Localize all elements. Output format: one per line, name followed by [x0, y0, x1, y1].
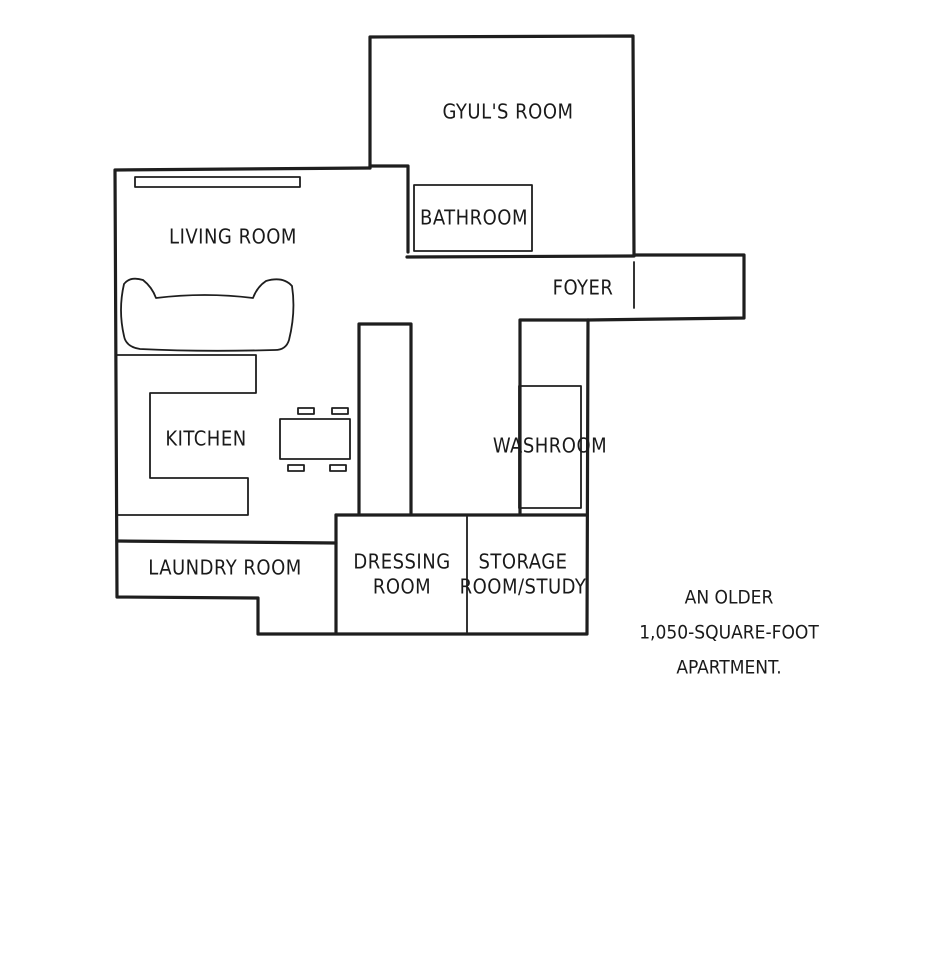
caption-line-2: 1,050-SQUARE-FOOT	[639, 622, 819, 644]
label-laundry-room: LAUNDRY ROOM	[148, 556, 302, 580]
label-storage-room-line1: STORAGE	[478, 550, 567, 574]
wall-hall-east	[518, 318, 590, 515]
outer-wall-gyul-room	[368, 34, 636, 257]
label-dressing-room-line1: DRESSING	[353, 550, 450, 574]
dining-chair-4	[329, 464, 347, 472]
fixtures	[116, 176, 582, 516]
living-room-shelf	[134, 176, 301, 188]
label-kitchen: KITCHEN	[165, 427, 246, 451]
dining-chair-3	[287, 464, 305, 472]
wall-gyul-room-south	[405, 254, 636, 259]
dining-chair-2	[331, 407, 349, 415]
caption-line-1: AN OLDER	[685, 587, 774, 609]
label-gyuls-room: GYUL'S ROOM	[442, 100, 573, 124]
label-storage-room-line2: ROOM/STUDY	[460, 575, 587, 599]
caption-line-3: APARTMENT.	[676, 657, 781, 679]
bathroom-box	[413, 184, 533, 252]
label-living-room: LIVING ROOM	[169, 225, 297, 249]
label-bathroom: BATHROOM	[420, 206, 528, 230]
caption: AN OLDER 1,050-SQUARE-FOOT APARTMENT.	[639, 587, 819, 679]
room-labels: GYUL'S ROOM BATHROOM LIVING ROOM FOYER K…	[148, 100, 613, 599]
outer-wall-west-block	[113, 166, 590, 636]
wall-bathroom-west	[368, 164, 410, 254]
outer-walls	[113, 34, 746, 636]
dining-table	[279, 418, 351, 460]
label-foyer: FOYER	[553, 276, 614, 300]
outer-wall-foyer	[586, 253, 746, 322]
label-washroom: WASHROOM	[493, 434, 607, 458]
washroom-tub	[518, 385, 582, 509]
interior-walls	[115, 164, 636, 634]
kitchen-counter	[116, 354, 257, 516]
dining-chair-1	[297, 407, 315, 415]
label-dressing-room-line2: ROOM	[373, 575, 431, 599]
wall-hall-west	[357, 322, 413, 515]
sofa-icon	[120, 277, 295, 352]
wall-laundry-north	[115, 539, 338, 545]
